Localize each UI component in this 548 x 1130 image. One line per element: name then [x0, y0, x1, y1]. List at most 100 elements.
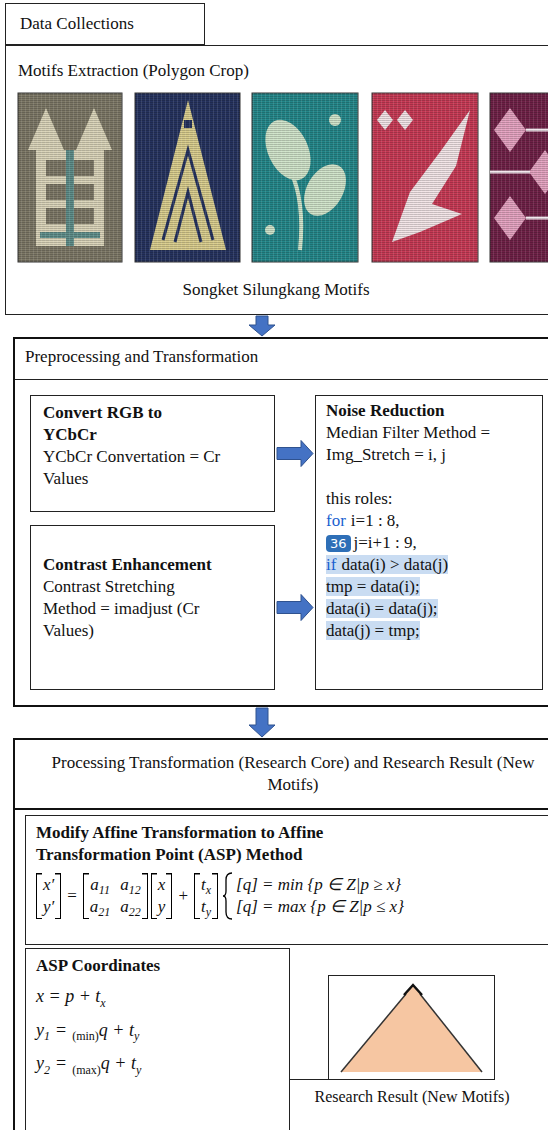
callout-number: 36 [326, 535, 351, 552]
matrix-bracket: txty [194, 873, 218, 920]
math-symbol: y [36, 1053, 44, 1073]
code-note: this roles: [326, 488, 532, 510]
box-body: YCbCr Convertation = Cr Values [43, 446, 223, 490]
box-heading: Contrast Enhancement [43, 554, 253, 576]
matrix-cell: x′ [43, 874, 54, 896]
math-symbol: x = p + t [36, 986, 100, 1006]
math-symbol: + [178, 885, 188, 907]
code-keyword: for [326, 511, 346, 530]
matrix-cell: a11 [90, 874, 111, 896]
box-heading: ASP Coordinates [36, 955, 279, 977]
tab-title: Data Collections [6, 4, 204, 35]
subscript: 2 [44, 1063, 50, 1077]
subscript: 11 [99, 883, 110, 897]
matrix-cell: tx [201, 874, 211, 896]
box-body: Contrast Stretching Method = imadjust (C… [43, 576, 218, 642]
subscript: (max) [72, 1063, 101, 1077]
subscript: 22 [129, 905, 141, 919]
subscript: y [206, 905, 211, 919]
brace [222, 872, 234, 920]
code-line: data(j) = tmp; [326, 620, 532, 642]
math-line: y1=(min)q + ty [36, 1019, 279, 1043]
process-box: Modify Affine Transformation to Affine T… [25, 815, 548, 945]
process-box: ASP Coordinatesx = p + txy1=(min)q + tyy… [25, 948, 290, 1130]
matrix-bracket: xy [151, 873, 173, 919]
math-symbol: a [90, 897, 99, 916]
matrix-cell: y [158, 896, 166, 918]
math-symbol: t [201, 875, 206, 894]
math-symbol: q + t [99, 1020, 134, 1040]
math-condition: [q] = min {p ∈ Z|p ≥ x} [236, 874, 404, 896]
subscript: 12 [129, 883, 141, 897]
subscript: x [206, 883, 211, 897]
code-line: fori=1 : 8, [326, 510, 532, 532]
motif-image [372, 93, 478, 262]
code-text: data(i) > data(j) [341, 555, 448, 574]
code-text: tmp = data(i); [326, 577, 420, 596]
header-divider [15, 808, 548, 810]
box-heading: Modify Affine Transformation to Affine T… [36, 822, 376, 866]
header-divider [15, 379, 548, 380]
math-symbol: a [120, 897, 129, 916]
code-keyword: if [326, 555, 336, 574]
flow-arrow [249, 708, 275, 737]
code-line: if data(i) > data(j) [326, 554, 532, 576]
motif-image [252, 93, 358, 262]
math-symbol: q + t [101, 1053, 136, 1073]
process-box: Data Collections [5, 3, 205, 45]
matrix-cell: a22 [120, 896, 141, 918]
math-symbol: a [90, 875, 99, 894]
math-symbol: y [158, 897, 166, 916]
frame-line [290, 1079, 328, 1080]
matrix-cell: y′ [43, 896, 54, 918]
section-heading: Processing Transformation (Research Core… [15, 740, 548, 796]
motif-image [490, 93, 548, 262]
math-symbol: y′ [43, 897, 54, 916]
math-symbol: a [120, 875, 129, 894]
result-caption: Research Result (New Motifs) [287, 1086, 537, 1108]
flow-arrow [277, 595, 313, 621]
matrix-cell: ty [201, 896, 211, 918]
section-heading: Motifs Extraction (Polygon Crop) [6, 46, 548, 82]
condition-column: [q] = min {p ∈ Z|p ≥ x}[q] = max {p ∈ Z|… [236, 874, 404, 918]
subscript: x [100, 996, 105, 1010]
process-box: Contrast EnhancementContrast Stretching … [30, 525, 275, 690]
flow-arrow [277, 441, 313, 467]
math-line: y2=(max)q + ty [36, 1052, 279, 1076]
equation: x′y′=a11a12a21a22xy+txty[q] = min {p ∈ Z… [36, 872, 548, 920]
process-box: Noise ReductionMedian Filter Method = Im… [315, 395, 543, 690]
box-heading: Convert RGB to YCbCr [43, 402, 193, 446]
math-symbol: = [56, 1053, 66, 1073]
math-symbol: x′ [43, 875, 54, 894]
motif-image [135, 93, 240, 262]
math-symbol: = [56, 1020, 66, 1040]
matrix-cell: a21 [90, 896, 111, 918]
process-box: Processing Transformation (Research Core… [13, 738, 548, 1130]
code-line: tmp = data(i); [326, 576, 532, 598]
subscript: 21 [98, 905, 110, 919]
process-box: Preprocessing and TransformationConvert … [13, 337, 548, 707]
math-condition: [q] = max {p ∈ Z|p ≤ x} [236, 896, 404, 918]
subscript: y [136, 1063, 141, 1077]
flow-arrow [249, 316, 275, 336]
code-line: 36j=i+1 : 9, [326, 532, 532, 554]
matrix-bracket: x′ y′ [36, 873, 61, 919]
math-symbol: t [201, 897, 206, 916]
process-box: Research Result (New Motifs) [328, 975, 495, 1080]
matrix-bracket: a11a12a21a22 [83, 873, 148, 920]
caption-text: Songket Silungkang Motifs [6, 279, 546, 301]
motif-image [18, 93, 122, 262]
code-line: data(i) = data(j); [326, 598, 532, 620]
section-heading: Preprocessing and Transformation [15, 339, 548, 379]
math-symbol: y [36, 1020, 44, 1040]
math-line: x = p + tx [36, 985, 279, 1009]
box-heading: Noise Reduction [326, 400, 532, 422]
matrix-cell: x [158, 874, 166, 896]
subscript: 1 [44, 1029, 50, 1043]
subscript: (min) [72, 1029, 99, 1043]
math-symbol: = [67, 885, 77, 907]
code-highlight: if data(i) > data(j) [326, 555, 448, 574]
box-body: Median Filter Method = Img_Stretch = i, … [326, 422, 532, 466]
code-text: data(i) = data(j); [326, 599, 438, 618]
